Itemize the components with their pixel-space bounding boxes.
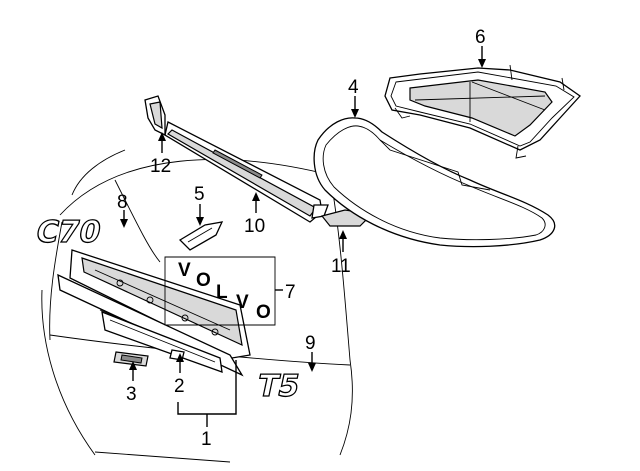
c70-badge-text: C70 [33,215,104,250]
wind-deflector [384,64,581,159]
callout-5: 5 [194,184,205,205]
t5-badge-text: T5 [254,369,303,404]
callout-1: 1 [201,429,212,450]
callout-3: 3 [126,384,137,405]
letter-v2: V [236,292,249,313]
callout-2: 2 [174,376,185,397]
spoiler-strip [164,121,329,223]
callout-numbers: 1 2 3 4 5 6 7 8 9 10 11 12 [117,27,486,450]
callout-8: 8 [117,192,128,213]
emblem-part [113,351,149,367]
letter-l: L [216,282,228,303]
letter-o1: O [196,270,211,291]
letter-v1: V [178,260,191,281]
volvo-letters-group: V O L V O [164,256,276,326]
callout-12: 12 [150,156,171,177]
leader-lines [120,46,486,427]
callout-6: 6 [475,27,486,48]
callout-11: 11 [331,256,351,277]
callout-7: 7 [285,282,296,303]
callout-4: 4 [348,77,359,98]
trunk-garnish-assembly [57,249,251,377]
letter-o2: O [256,302,271,323]
tonneau-cover [313,117,556,248]
end-cap-left [144,95,166,137]
c70-badge: C70 [32,215,104,251]
callout-10: 10 [244,216,265,237]
bracket-part [178,221,224,251]
callout-9: 9 [305,333,316,354]
t5-badge: T5 [253,369,303,405]
